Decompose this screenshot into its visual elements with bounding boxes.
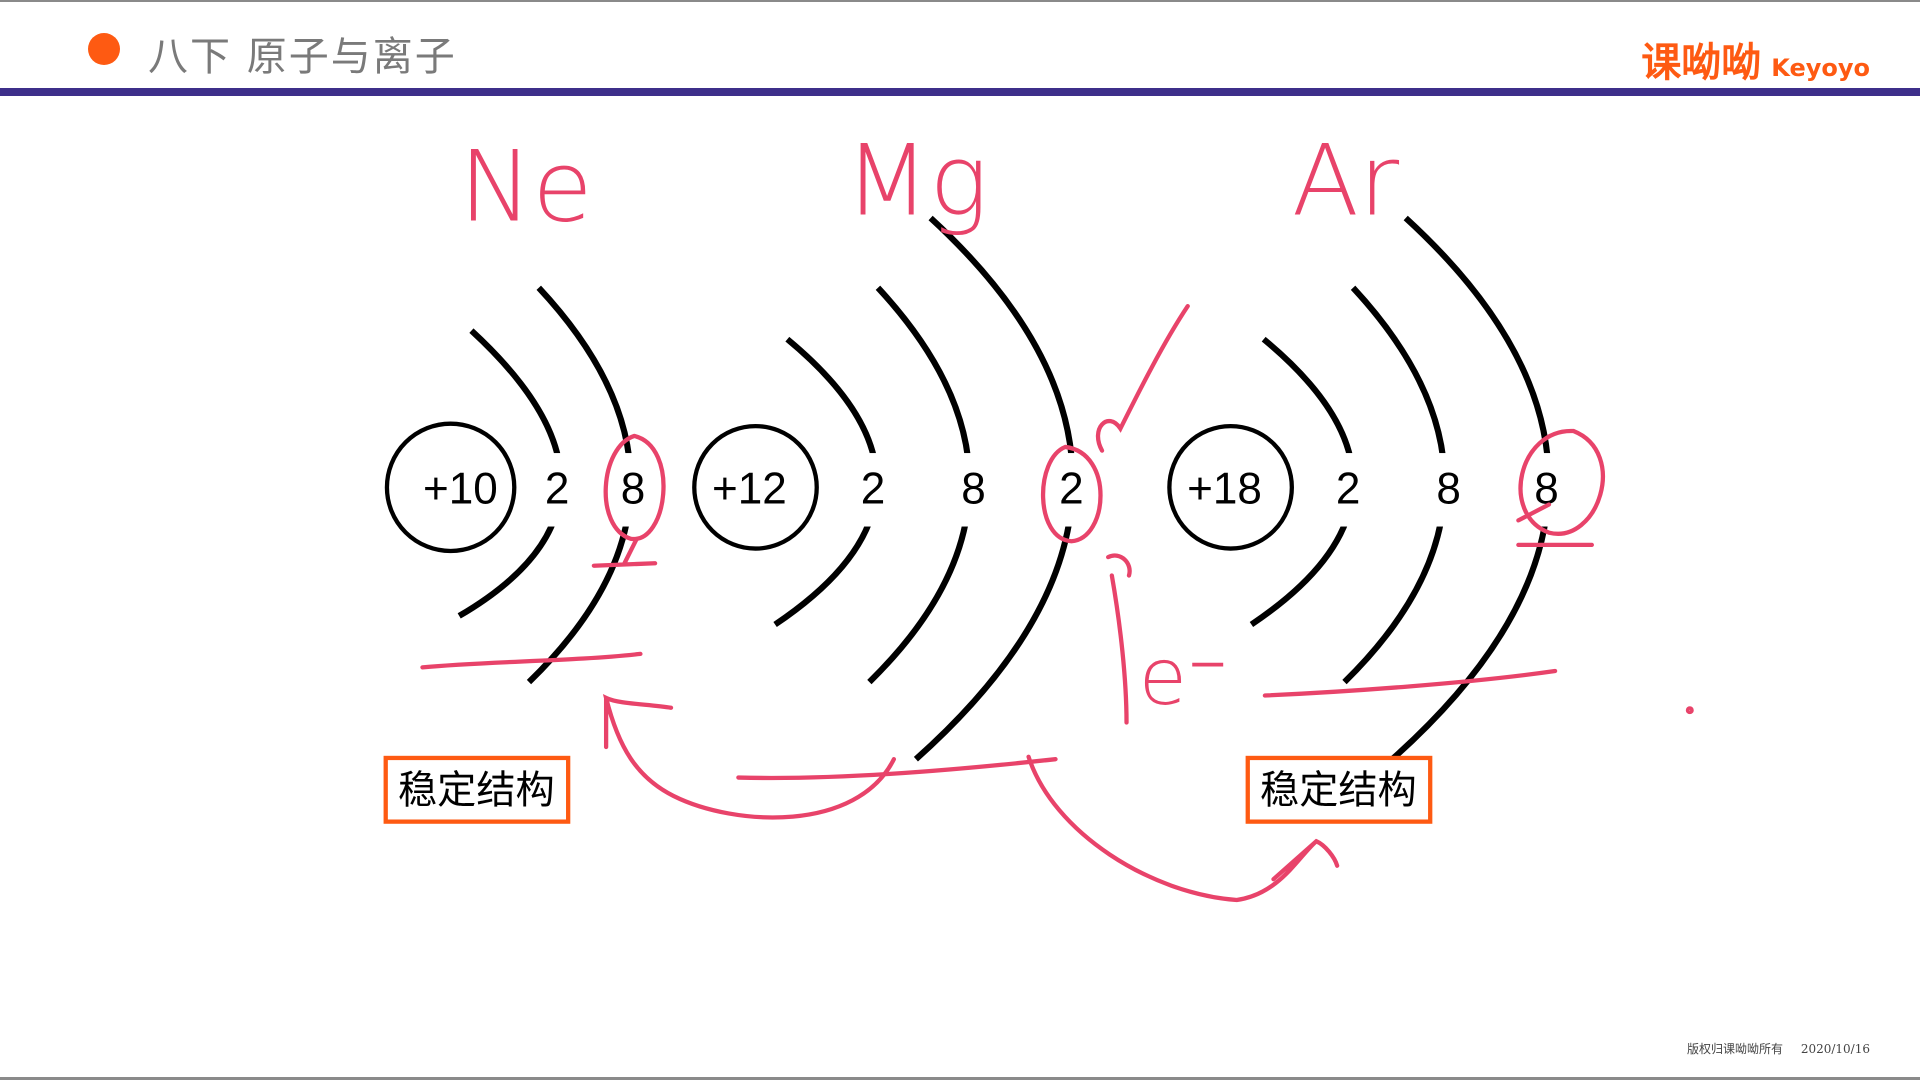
stable-label-1: 稳定结构 (398, 768, 555, 813)
bullet-dot-icon (88, 33, 120, 65)
ne-nucleus-charge: +10 (423, 464, 498, 513)
ar-nucleus-charge: +18 (1187, 464, 1262, 513)
header-divider (0, 88, 1920, 96)
mg-nucleus (692, 423, 819, 551)
ne-nucleus (384, 421, 517, 554)
mg-shell-3-count: 2 (1059, 464, 1084, 513)
handwritten-ar: Ar (1292, 124, 1400, 238)
ar-shell-1-count: 2 (1336, 464, 1361, 513)
slide-title: 八下 原子与离子 (148, 34, 457, 80)
stable-box-2: 稳定结构 (1245, 755, 1433, 824)
logo-en: Keyoyo (1771, 54, 1870, 82)
keyoyo-logo: 课 呦呦 Keyoyo (1641, 30, 1870, 88)
ar-shell-2-count: 8 (1436, 464, 1461, 513)
logo-cn-1: 课 (1641, 40, 1682, 86)
copyright-text: 版权归课呦呦所有 (1686, 1042, 1783, 1056)
ne-shell-1-count: 2 (545, 464, 570, 513)
bottom-border (0, 1077, 1920, 1080)
handwritten-mg: Mg (845, 124, 988, 238)
footer: 版权归课呦呦所有 2020/10/16 (1673, 1040, 1870, 1057)
logo-cn-2: 呦呦 (1681, 40, 1762, 86)
mg-shell-2-count: 8 (961, 464, 986, 513)
top-border (0, 0, 1920, 2)
mg-shell-1-count: 2 (861, 464, 886, 513)
ar-nucleus (1167, 423, 1294, 551)
mg-nucleus-charge: +12 (712, 464, 787, 513)
stable-label-2: 稳定结构 (1260, 768, 1417, 813)
handwritten-ne: Ne (459, 130, 593, 244)
handwritten-annotations (420, 303, 1694, 903)
date-text: 2020/10/16 (1800, 1042, 1870, 1056)
stable-box-1: 稳定结构 (383, 755, 571, 824)
handwritten-electron: e⁻ (1139, 632, 1229, 723)
ne-shell-2-count: 8 (621, 464, 646, 513)
